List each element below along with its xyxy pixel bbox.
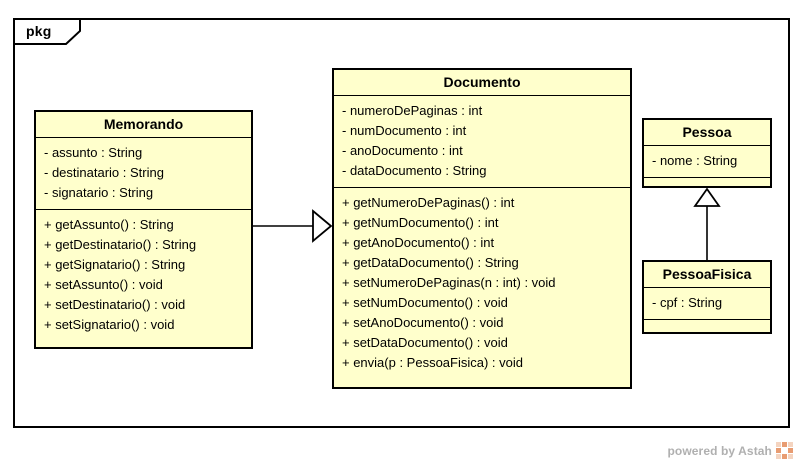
attributes-compartment-pessoafisica: - cpf : String	[644, 288, 770, 321]
operations-compartment-documento: + getNumeroDePaginas() : int + getNumDoc…	[334, 188, 630, 379]
attribute-item: - cpf : String	[652, 295, 723, 311]
operation-item: + getNumDocumento() : int	[342, 215, 499, 231]
operation-item: + getDataDocumento() : String	[342, 255, 519, 271]
class-name-pessoafisica: PessoaFisica	[644, 262, 770, 289]
watermark: powered by Astah	[667, 442, 793, 459]
class-name-memorando: Memorando	[36, 112, 251, 139]
attributes-compartment-pessoa: - nome : String	[644, 146, 770, 179]
operation-item: + envia(p : PessoaFisica) : void	[342, 355, 523, 371]
operation-item: + setSignatario() : void	[44, 317, 175, 333]
astah-logo-icon	[776, 442, 793, 459]
operation-item: + setAnoDocumento() : void	[342, 315, 504, 331]
attribute-item: - anoDocumento : int	[342, 143, 463, 159]
attribute-item: - numDocumento : int	[342, 123, 467, 139]
watermark-text: powered by Astah	[667, 443, 772, 458]
attribute-item: - numeroDePaginas : int	[342, 103, 483, 119]
class-name-documento: Documento	[334, 70, 630, 97]
class-box-documento[interactable]: Documento - numeroDePaginas : int - numD…	[332, 68, 632, 389]
attributes-compartment-memorando: - assunto : String - destinatario : Stri…	[36, 138, 251, 211]
attribute-item: - destinatario : String	[44, 165, 164, 181]
operation-item: + setNumeroDePaginas(n : int) : void	[342, 275, 556, 291]
package-label: pkg	[26, 23, 52, 39]
attribute-item: - assunto : String	[44, 145, 143, 161]
operation-item: + setNumDocumento() : void	[342, 295, 508, 311]
operation-item: + getAnoDocumento() : int	[342, 235, 495, 251]
operation-item: + getSignatario() : String	[44, 257, 186, 273]
operation-item: + getDestinatario() : String	[44, 237, 197, 253]
operation-item: + getNumeroDePaginas() : int	[342, 195, 515, 211]
attribute-item: - signatario : String	[44, 185, 154, 201]
attributes-compartment-documento: - numeroDePaginas : int - numDocumento :…	[334, 96, 630, 189]
class-name-pessoa: Pessoa	[644, 120, 770, 147]
operation-item: + setDataDocumento() : void	[342, 335, 508, 351]
operations-compartment-pessoa	[644, 178, 770, 202]
attribute-item: - nome : String	[652, 153, 738, 169]
package-frame	[13, 18, 790, 428]
operation-item: + setDestinatario() : void	[44, 297, 186, 313]
operation-item: + setAssunto() : void	[44, 277, 163, 293]
attribute-item: - dataDocumento : String	[342, 163, 487, 179]
operations-compartment-memorando: + getAssunto() : String + getDestinatari…	[36, 210, 251, 341]
package-frame-top-edge	[80, 18, 790, 20]
operations-compartment-pessoafisica	[644, 320, 770, 344]
class-box-pessoafisica[interactable]: PessoaFisica - cpf : String	[642, 260, 772, 334]
class-box-memorando[interactable]: Memorando - assunto : String - destinata…	[34, 110, 253, 349]
class-box-pessoa[interactable]: Pessoa - nome : String	[642, 118, 772, 188]
operation-item: + getAssunto() : String	[44, 217, 174, 233]
